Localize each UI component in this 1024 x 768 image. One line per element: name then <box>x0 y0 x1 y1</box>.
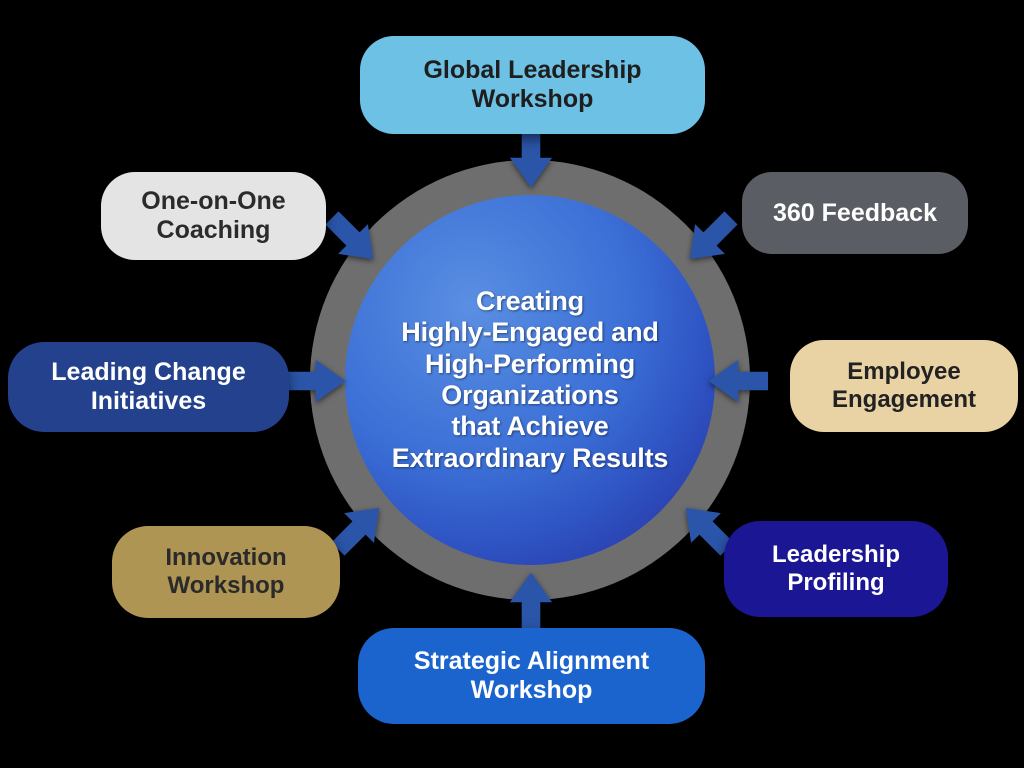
arrow-up-right-icon <box>328 497 390 559</box>
node-label: One-on-One Coaching <box>141 187 286 244</box>
node-label: Leading Change Initiatives <box>51 358 246 415</box>
hub-circle: Creating Highly-Engaged and High-Perform… <box>345 195 715 565</box>
node-one-on-one-coaching[interactable]: One-on-One Coaching <box>101 172 326 260</box>
hub-label: Creating Highly-Engaged and High-Perform… <box>391 286 669 473</box>
node-label: Innovation Workshop <box>165 544 287 599</box>
node-360-feedback[interactable]: 360 Feedback <box>742 172 968 254</box>
arrow-up-left-icon <box>675 497 737 559</box>
node-label: 360 Feedback <box>773 198 937 227</box>
arrow-left-icon <box>706 350 768 412</box>
arrow-down-left-icon <box>679 208 741 270</box>
node-leadership-profiling[interactable]: Leadership Profiling <box>724 521 948 617</box>
node-global-leadership-workshop[interactable]: Global Leadership Workshop <box>360 36 705 134</box>
node-label: Employee Engagement <box>831 358 977 413</box>
arrow-down-right-icon <box>322 208 384 270</box>
node-innovation-workshop[interactable]: Innovation Workshop <box>112 526 340 618</box>
node-leading-change-initiatives[interactable]: Leading Change Initiatives <box>8 342 289 432</box>
arrow-down-icon <box>500 128 562 190</box>
node-label: Global Leadership Workshop <box>423 56 642 113</box>
node-label: Leadership Profiling <box>771 541 901 596</box>
arrow-up-icon <box>500 570 562 632</box>
node-strategic-alignment-workshop[interactable]: Strategic Alignment Workshop <box>358 628 705 724</box>
arrow-right-icon <box>286 350 348 412</box>
node-label: Strategic Alignment Workshop <box>413 647 650 704</box>
node-employee-engagement[interactable]: Employee Engagement <box>790 340 1018 432</box>
